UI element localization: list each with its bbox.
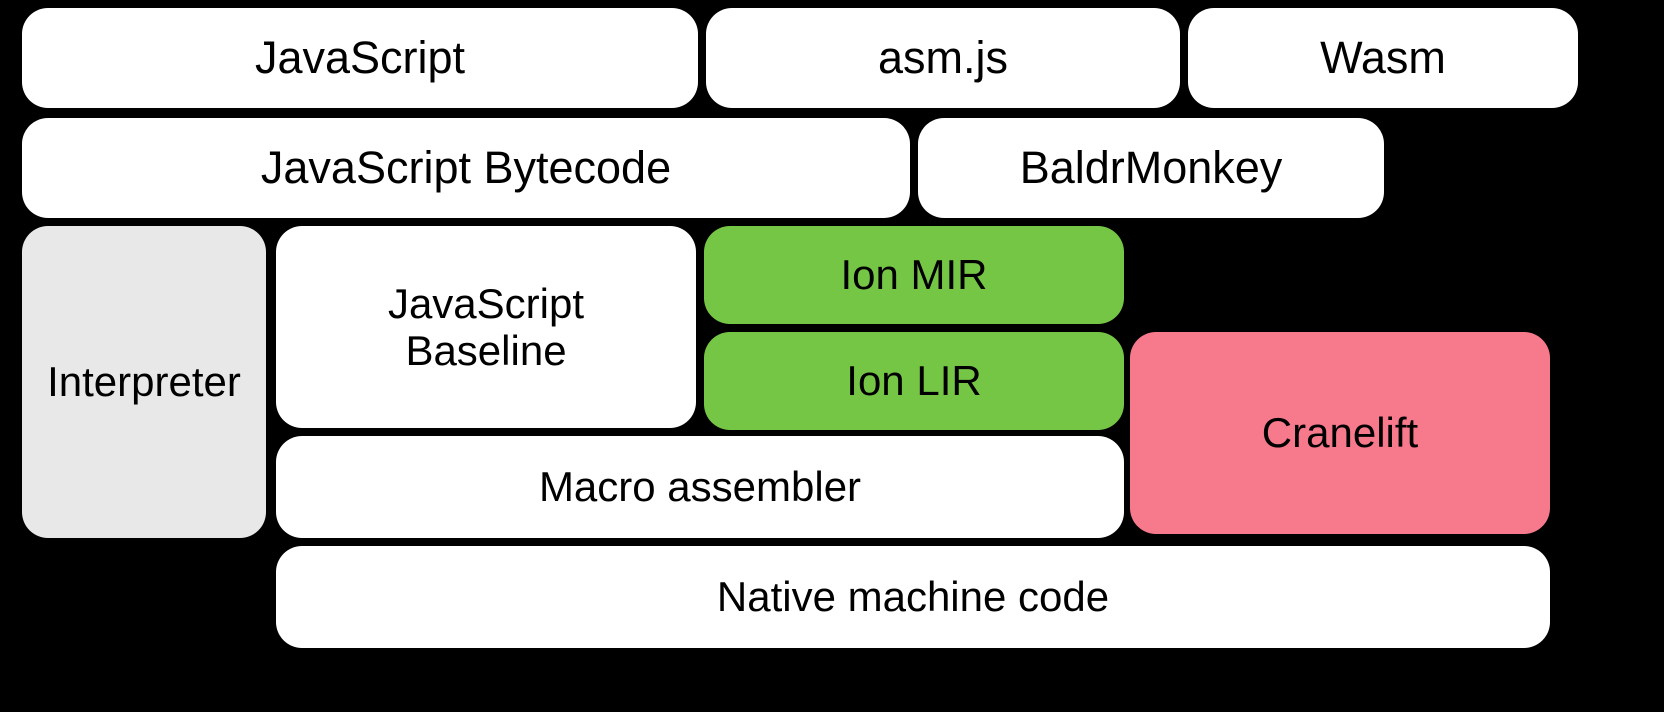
- node-label: Wasm: [1320, 31, 1446, 83]
- node-label: asm.js: [877, 31, 1008, 83]
- node-macro-assembler[interactable]: Macro assembler: [276, 436, 1124, 538]
- node-javascript[interactable]: JavaScript: [22, 8, 698, 108]
- node-ion-lir[interactable]: Ion LIR: [704, 332, 1124, 430]
- node-label: Cranelift: [1261, 409, 1419, 457]
- node-cranelift[interactable]: Cranelift: [1130, 332, 1550, 534]
- node-javascript-bytecode[interactable]: JavaScript Bytecode: [22, 118, 910, 218]
- node-label: JavaScript: [254, 31, 466, 83]
- node-asm-js[interactable]: asm.js: [706, 8, 1180, 108]
- node-label: Ion MIR: [840, 251, 988, 299]
- node-label: BaldrMonkey: [1019, 141, 1283, 193]
- node-native-machine-code[interactable]: Native machine code: [276, 546, 1550, 648]
- node-label: JavaScript Baseline: [387, 279, 585, 374]
- node-label: Macro assembler: [538, 463, 862, 511]
- node-baldrmonkey[interactable]: BaldrMonkey: [918, 118, 1384, 218]
- node-javascript-baseline[interactable]: JavaScript Baseline: [276, 226, 696, 428]
- node-label: JavaScript Bytecode: [260, 141, 672, 193]
- node-label: Ion LIR: [846, 357, 982, 405]
- node-label: Native machine code: [716, 573, 1110, 621]
- node-wasm[interactable]: Wasm: [1188, 8, 1578, 108]
- node-interpreter[interactable]: Interpreter: [22, 226, 266, 538]
- node-ion-mir[interactable]: Ion MIR: [704, 226, 1124, 324]
- node-label: Interpreter: [47, 358, 241, 406]
